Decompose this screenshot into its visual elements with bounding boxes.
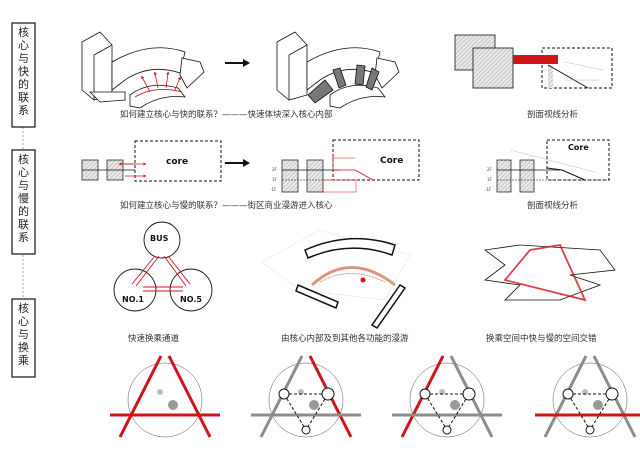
node-bus: BUS [150,234,169,243]
triangle-circle-diagram [110,355,220,438]
core-label-after: Core [380,156,403,166]
interlaced-space-diagram [483,243,616,302]
section-floor-b1: -1F [485,187,492,192]
sidebar-label-char: 心 [18,166,29,179]
sidebar-label-char: 核 [18,25,29,39]
sidebar-label-char: 与 [18,179,29,192]
section-diagram-slow: 2F 1F -1F Core [485,139,610,193]
sidebar-label-char: 慢 [18,192,29,205]
sidebar-label-char: 联 [18,91,29,104]
slow-diagram-after: 2F 1F -1F Core [270,139,420,193]
floor-label-2f: 2F [272,167,278,172]
sidebar-label-char: 系 [18,231,29,244]
sidebar-label-char: 系 [18,104,29,117]
triangle-circle-diagram [251,355,361,438]
floor-label-b1: -1F [270,187,277,192]
sidebar-section-slow: 核心与慢的联系 [11,149,36,255]
transform-arrow [225,59,250,67]
triangle-circle-diagram [392,355,502,438]
sidebar-label-char: 与 [18,52,29,65]
sidebar-label-char: 与 [18,328,29,341]
slow-diagram-before: core [81,140,222,182]
section-diagram-fast [454,34,613,89]
transform-arrow-2 [225,159,250,167]
caption-fast-connection: 如何建立核心与快的联系？———快速体块深入核心内部 [120,109,333,120]
sidebar-label-char: 心 [18,315,29,328]
section-floor-1f: 1F [487,177,493,182]
massing-diagram-after [276,31,400,109]
caption-slow-connection: 如何建立核心与慢的联系？———街区商业漫游进入核心 [120,200,333,211]
caption-fast-transfer: 快速换乘通道 [128,333,180,344]
sidebar-label-char: 乘 [18,354,29,367]
sidebar-label-char: 核 [18,301,29,315]
sidebar-label-char: 的 [18,204,29,218]
sidebar-label-char: 核 [18,152,29,166]
caption-section-analysis-1: 剖面视线分析 [527,109,579,120]
sidebar-label-char: 的 [18,77,29,91]
core-roaming-diagram [261,229,411,330]
triangle-circle-diagram [535,355,640,438]
sidebar-label-char: 快 [18,65,29,78]
transfer-node-diagram: BUS NO.1 NO.5 [113,221,213,312]
caption-section-analysis-2: 剖面视线分析 [527,200,579,211]
caption-roaming: 由核心内部及到其他各功能的漫游 [281,333,409,344]
massing-diagram-before [81,31,205,109]
sidebar-section-fast: 核心与快的联系 [11,22,36,128]
core-label-section: Core [568,143,589,152]
node-no5: NO.5 [180,295,202,304]
section-floor-2f: 2F [487,167,493,172]
node-no1: NO.1 [122,295,144,304]
core-label-before: core [166,157,188,167]
caption-interlaced: 换乘空间中快与慢的空间交错 [486,333,597,344]
floor-label-1f: 1F [272,177,278,182]
sidebar-label-char: 联 [18,218,29,231]
sidebar-label-char: 心 [18,39,29,52]
sidebar-label-char: 换 [18,340,29,354]
